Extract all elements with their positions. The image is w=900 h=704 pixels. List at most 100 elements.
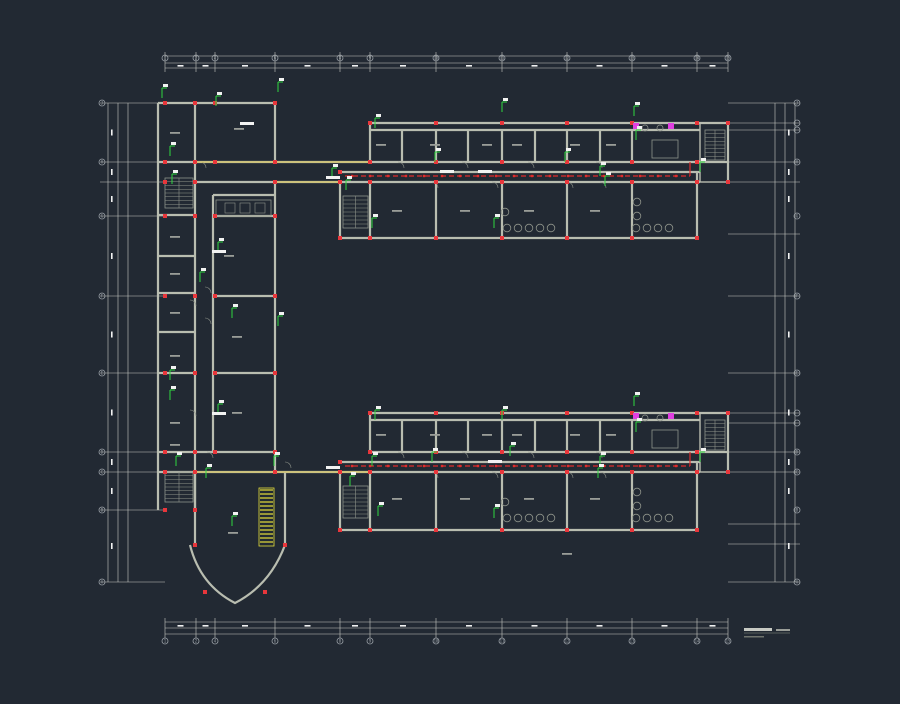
entrance-step-outline (258, 487, 275, 547)
grid-label-bottom: 4 (214, 639, 217, 644)
dimension-text-top (531, 65, 538, 67)
dimension-text-bottom (177, 625, 184, 627)
fixture-tag (373, 452, 378, 455)
structural-column (273, 371, 277, 375)
room-label (562, 553, 572, 555)
structural-column (163, 450, 167, 454)
structural-column (193, 470, 197, 474)
furniture-table (632, 501, 642, 511)
dimension-text-bottom (709, 625, 716, 627)
title-text-bar (744, 628, 772, 631)
electrical-panel (633, 413, 639, 419)
grid-label-bottom: 9 (369, 639, 372, 644)
furniture-table (500, 207, 510, 217)
toilet-fixture (656, 124, 664, 132)
grid-bubble-left (98, 578, 106, 586)
grid-bubble-top (498, 54, 506, 62)
structural-column (630, 450, 634, 454)
furniture-table (502, 223, 512, 233)
fixture-tag (433, 448, 438, 451)
structural-column (565, 236, 569, 240)
structural-column (565, 411, 569, 415)
fixture-tag (566, 148, 571, 151)
circuit-tag (212, 412, 226, 415)
structural-column (163, 371, 167, 375)
corridor-device (368, 174, 372, 178)
room-label (570, 434, 580, 436)
structural-column (283, 543, 287, 547)
dimension-text-top (709, 65, 716, 67)
structural-column (434, 121, 438, 125)
grid-label-top: 8 (339, 56, 342, 61)
grid-bubble-left (98, 468, 106, 476)
grid-bubble-top (161, 54, 169, 62)
fixture-tag (163, 84, 168, 87)
grid-bubble-top (628, 54, 636, 62)
dimension-text-right (788, 253, 790, 259)
electrical-panel (668, 123, 674, 129)
door-swing (491, 471, 499, 479)
grid-bubble-bottom (366, 637, 374, 645)
corridor-device (386, 464, 390, 468)
fixture-tag (701, 158, 706, 161)
grid-label-left: F (101, 294, 104, 299)
structural-column (500, 160, 504, 164)
structural-column (695, 411, 699, 415)
structural-column (203, 590, 207, 594)
structural-column (273, 180, 277, 184)
corridor-device (494, 464, 498, 468)
fixture-tag (279, 78, 284, 81)
grid-bubble-right (793, 419, 801, 427)
corridor-device (530, 464, 534, 468)
east-stair-top (699, 122, 729, 183)
fixture-tag (207, 464, 212, 467)
grid-bubble-right (793, 369, 801, 377)
grid-bubble-right (793, 99, 801, 107)
kitchen-appliance (224, 202, 236, 214)
corridor-device (602, 174, 606, 178)
circuit-tag (212, 250, 226, 253)
fixture-tag (503, 98, 508, 101)
dimension-text-top (400, 65, 406, 67)
kitchen-counter (215, 199, 272, 217)
fixture-tag (635, 102, 640, 105)
structural-column (630, 121, 634, 125)
grid-label-right: J (796, 101, 798, 106)
structural-column (565, 180, 569, 184)
furniture-table (642, 223, 652, 233)
grid-label-top: 4 (214, 56, 217, 61)
room-label (376, 144, 386, 146)
fixture-tag (436, 148, 441, 151)
structural-column (193, 214, 197, 218)
dimension-lines (100, 52, 800, 638)
furniture-table (653, 513, 663, 523)
dimension-text-top (466, 65, 472, 67)
grid-bubble-bottom (432, 637, 440, 645)
furniture-table (664, 513, 674, 523)
grid-label-bottom: 14 (695, 639, 700, 644)
grid-label-top: 6 (274, 56, 277, 61)
fixture-tag (219, 238, 224, 241)
fixture-tag (233, 512, 238, 515)
fixture-tag (376, 114, 381, 117)
grid-bubble-top (336, 54, 344, 62)
room-label (170, 355, 180, 357)
kitchen-appliance (239, 202, 251, 214)
grid-bubble-bottom (192, 637, 200, 645)
furniture-table (546, 223, 556, 233)
fixture-tag (495, 214, 500, 217)
dimension-text-left (111, 196, 113, 202)
furniture-table (631, 513, 641, 523)
corridor-device (422, 464, 426, 468)
dimension-text-top (177, 65, 184, 67)
entrance-curved-wall (188, 544, 287, 605)
door-swing (599, 181, 607, 189)
structural-column (338, 528, 342, 532)
fixture-tag (637, 418, 642, 421)
room-label (232, 336, 242, 338)
grid-label-left: E (101, 371, 104, 376)
grid-bubble-bottom (498, 637, 506, 645)
circuit-tag (478, 170, 492, 173)
door-swing (204, 317, 212, 325)
room-label (460, 210, 470, 212)
